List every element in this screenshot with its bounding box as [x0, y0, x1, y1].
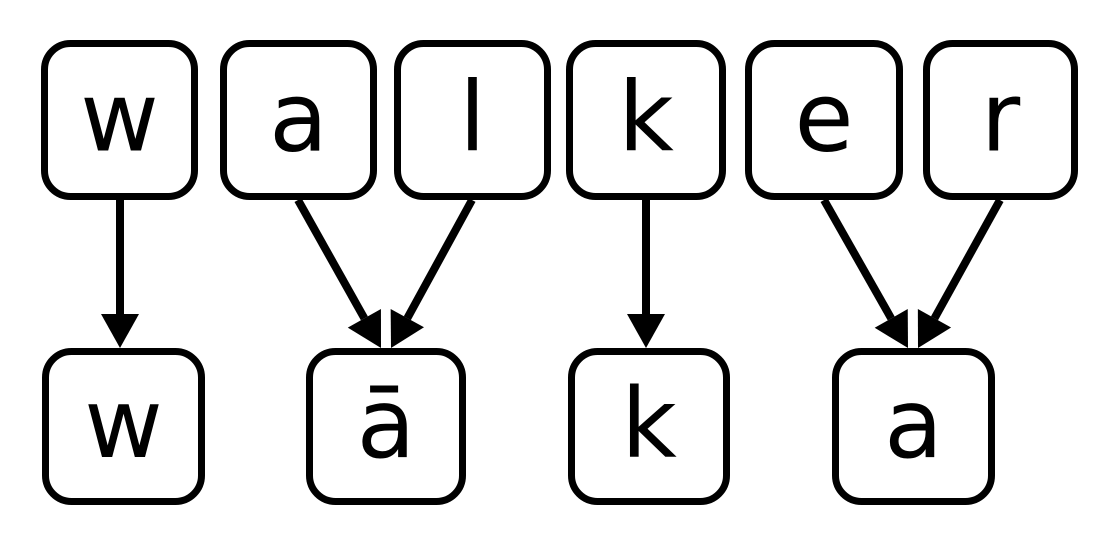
node-label: k [621, 368, 677, 480]
edge-a-to-ā [294, 198, 381, 348]
edge-shaft [294, 198, 368, 321]
top-node-a[interactable]: a [220, 40, 377, 200]
edge-l-to-ā [390, 198, 476, 348]
top-node-k[interactable]: k [566, 40, 726, 200]
node-label: l [459, 61, 486, 173]
edge-arrowhead [917, 309, 952, 348]
node-outline [394, 40, 551, 200]
node-label: e [794, 61, 853, 173]
node-outline [745, 40, 903, 200]
bottom-node-w[interactable]: w [42, 348, 205, 505]
node-label: w [84, 368, 163, 480]
edge-r-to-a [917, 198, 1004, 348]
top-node-r[interactable]: r [923, 40, 1078, 200]
edge-arrowhead [390, 309, 424, 348]
node-outline [220, 40, 377, 200]
node-outline [41, 40, 198, 200]
edge-shaft [930, 198, 1004, 321]
edge-arrowhead [101, 314, 139, 348]
node-outline [568, 348, 730, 505]
top-node-e[interactable]: e [745, 40, 903, 200]
bottom-node-k[interactable]: k [568, 348, 730, 505]
node-outline [42, 348, 205, 505]
edge-shaft [403, 198, 476, 321]
edge-k-to-k [627, 200, 665, 348]
node-outline [923, 40, 1078, 200]
node-outline [832, 348, 995, 505]
edge-shaft [820, 198, 895, 321]
node-outline [566, 40, 726, 200]
node-label: ā [357, 368, 416, 480]
node-label: a [269, 61, 328, 173]
node-outline [306, 348, 466, 505]
bottom-node-ā[interactable]: ā [306, 348, 466, 505]
edge-e-to-a [820, 198, 908, 348]
edge-arrowhead [627, 314, 665, 348]
top-node-w[interactable]: w [41, 40, 198, 200]
node-label: w [80, 61, 159, 173]
top-node-l[interactable]: l [394, 40, 551, 200]
bottom-node-a[interactable]: a [832, 348, 995, 505]
node-label: r [981, 61, 1021, 173]
node-label: k [618, 61, 674, 173]
edge-arrowhead [347, 309, 381, 348]
node-label: a [884, 368, 943, 480]
edge-arrowhead [874, 309, 908, 348]
edges-layer [101, 198, 1004, 348]
edge-w-to-w [101, 200, 139, 348]
